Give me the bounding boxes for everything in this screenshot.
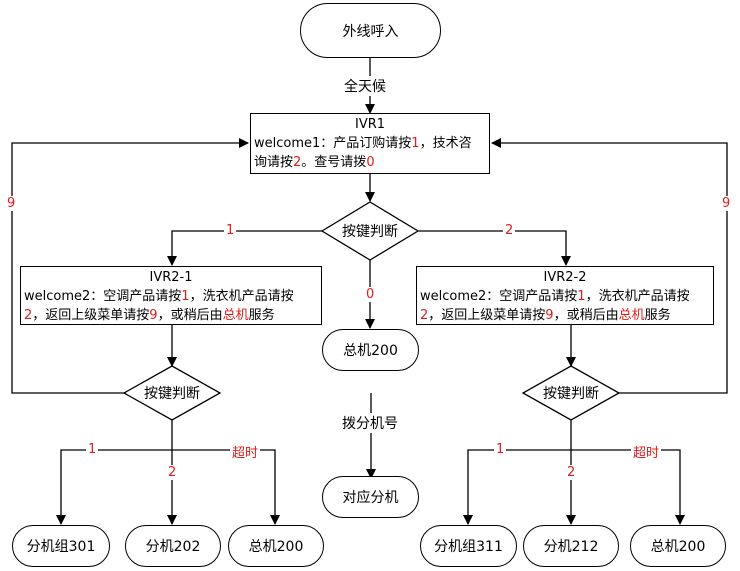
ivr2-2-title: IVR2-2 xyxy=(543,270,587,285)
ivr1-line2: 询请按2。查号请拨0 xyxy=(254,155,375,170)
node-group-311: 分机组311 xyxy=(420,525,517,567)
node-operator-200-right: 总机200 xyxy=(630,525,726,567)
edge-left-1 xyxy=(56,449,172,525)
decision-left xyxy=(122,365,222,421)
node-ext-lookup: 对应分机 xyxy=(322,476,419,518)
node-ext-212: 分机212 xyxy=(523,525,619,567)
edge-label-left-timeout: 超时 xyxy=(230,442,261,461)
edge-label-left-1: 1 xyxy=(86,442,99,457)
edge-left-loop-9 xyxy=(11,138,249,394)
start-label: 外线呼入 xyxy=(342,23,399,40)
edge-decision-ivr22 xyxy=(418,230,571,266)
decision-right-label: 按键判断 xyxy=(543,386,599,402)
ivr2-1-title: IVR2-1 xyxy=(149,270,193,285)
edge-right-loop-9 xyxy=(491,138,728,394)
decision-right xyxy=(521,365,621,421)
ivr1-box: IVR1 welcome1：产品订购请按1，技术咨 询请按2。查号请拨0 xyxy=(250,113,490,174)
edge-label-right-9: 9 xyxy=(720,196,733,211)
ivr2-1-line2: 2，返回上级菜单请按9，或稍后由总机服务 xyxy=(24,308,275,323)
edge-label-left-2: 2 xyxy=(166,465,179,480)
node-operator-200-left: 总机200 xyxy=(228,525,324,567)
edge-label-main-2: 2 xyxy=(503,223,516,238)
edge-right-timeout xyxy=(571,449,685,525)
node-group-301: 分机组301 xyxy=(12,525,110,567)
all-day-label: 全天候 xyxy=(342,76,388,96)
edge-left-timeout xyxy=(172,449,280,525)
ivr2-2-line1: welcome2：空调产品请按1，洗衣机产品请按 xyxy=(420,289,690,304)
node-operator-200-center: 总机200 xyxy=(322,329,419,371)
dial-ext-label: 拨分机号 xyxy=(340,413,400,433)
edge-decision-ivr21 xyxy=(167,230,322,266)
ivr2-2-box: IVR2-2 welcome2：空调产品请按1，洗衣机产品请按 2，返回上级菜单… xyxy=(416,266,714,325)
edge-label-right-2: 2 xyxy=(565,465,578,480)
edge-right-1 xyxy=(463,449,571,525)
edge-label-main-1: 1 xyxy=(224,223,237,238)
decision-main xyxy=(320,201,420,261)
ivr2-1-box: IVR2-1 welcome2：空调产品请按1，洗衣机产品请按 2，返回上级菜单… xyxy=(20,266,322,325)
edge-label-main-0: 0 xyxy=(364,287,377,302)
ivr2-2-line2: 2，返回上级菜单请按9，或稍后由总机服务 xyxy=(420,308,671,323)
edge-label-left-9: 9 xyxy=(5,196,18,211)
edge-label-right-1: 1 xyxy=(494,442,507,457)
decision-left-label: 按键判断 xyxy=(144,386,200,402)
ivr2-1-line1: welcome2：空调产品请按1，洗衣机产品请按 xyxy=(24,289,294,304)
ivr1-line1: welcome1：产品订购请按1，技术咨 xyxy=(254,136,472,151)
ivr1-title: IVR1 xyxy=(354,117,386,132)
node-ext-202: 分机202 xyxy=(125,525,221,567)
decision-main-label: 按键判断 xyxy=(342,224,398,240)
start-node: 外线呼入 xyxy=(300,3,441,58)
edge-label-right-timeout: 超时 xyxy=(631,442,662,461)
